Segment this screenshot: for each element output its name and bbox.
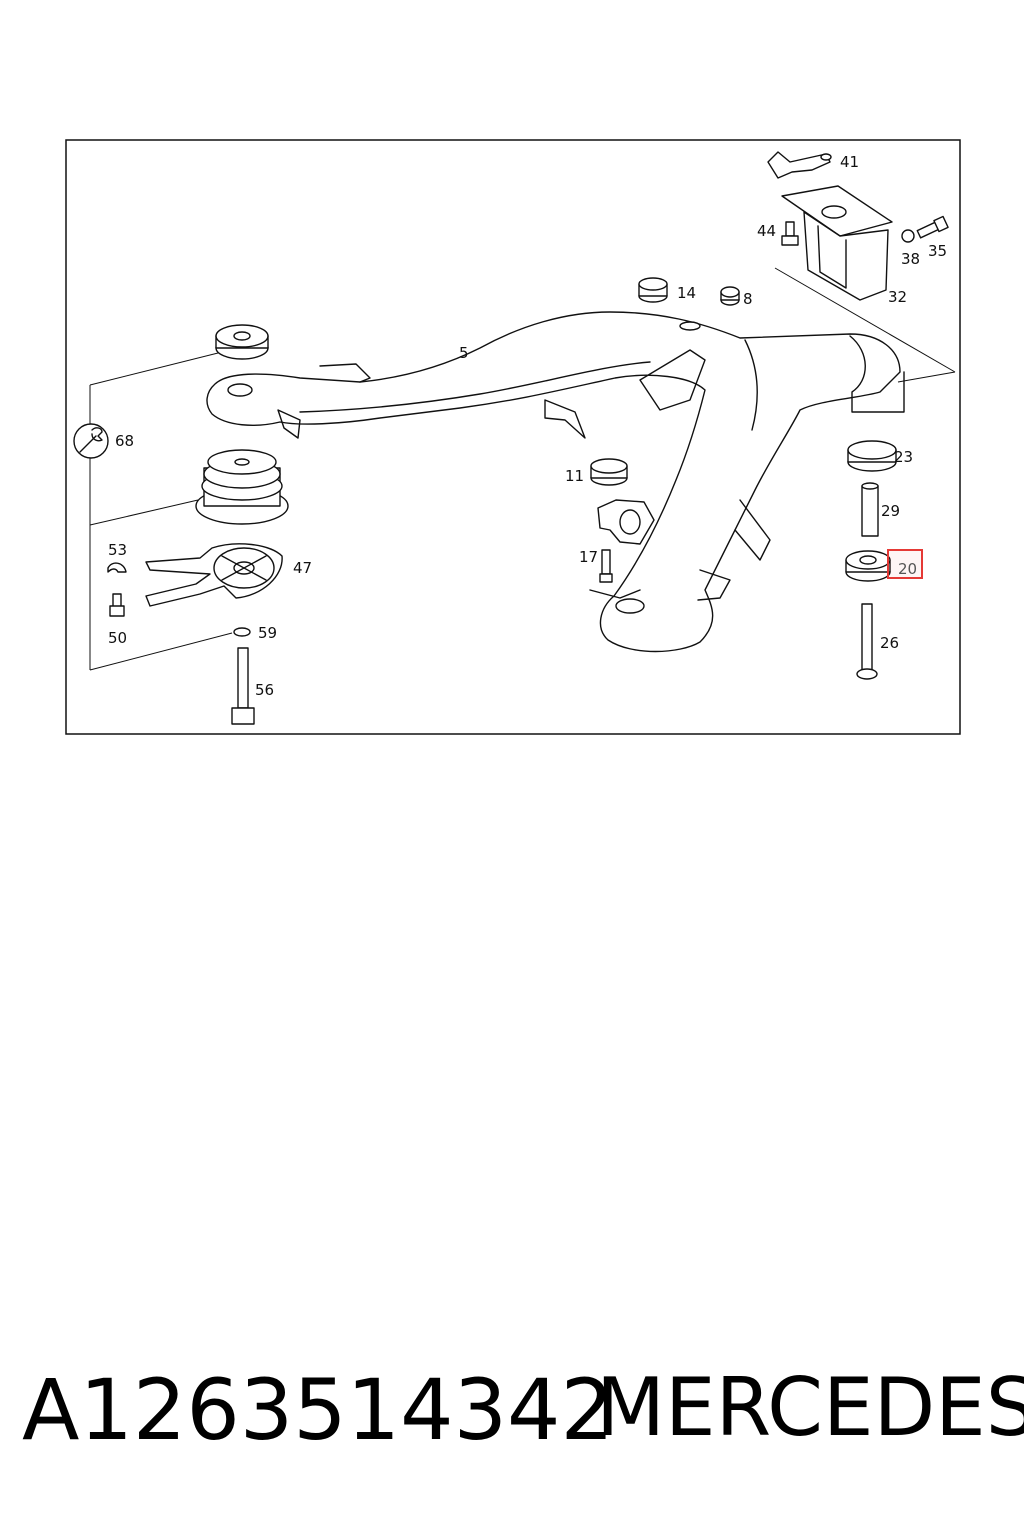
callout-32: 32 xyxy=(888,288,907,306)
callout-47: 47 xyxy=(293,559,312,577)
callout-11: 11 xyxy=(565,467,584,485)
wrench-icon xyxy=(73,423,109,459)
callout-56: 56 xyxy=(255,681,274,699)
right-group-bracket xyxy=(774,267,956,383)
callout-35: 35 xyxy=(928,242,947,260)
part-20-rubber-mount xyxy=(845,550,891,582)
callout-38: 38 xyxy=(901,250,920,268)
part-50-bolt xyxy=(109,593,125,617)
differential-mount-stub xyxy=(597,499,655,545)
part-41-bracket xyxy=(767,151,832,179)
part-38-washer xyxy=(901,229,915,243)
part-56-long-bolt xyxy=(231,647,255,725)
callout-14: 14 xyxy=(677,284,696,302)
rear-axle-subframe xyxy=(206,311,905,653)
callout-8: 8 xyxy=(743,290,753,308)
part-47-mount-plate xyxy=(145,543,283,607)
callout-26: 26 xyxy=(880,634,899,652)
left-group-bracket xyxy=(89,351,233,671)
upper-rubber-washer xyxy=(215,324,269,360)
part-11-collar-nut xyxy=(590,458,628,486)
callout-5: 5 xyxy=(459,344,469,362)
part-32-mount-bracket xyxy=(781,185,893,301)
part-44-bolt xyxy=(781,221,799,246)
callout-50: 50 xyxy=(108,629,127,647)
part-29-spacer-sleeve xyxy=(861,482,879,537)
part-53-clip xyxy=(107,562,127,573)
exploded-parts-diagram: 41 44 38 35 32 14 8 5 68 23 29 20 11 17 … xyxy=(65,139,961,735)
part-35-bolt xyxy=(916,215,949,239)
callout-41: 41 xyxy=(840,153,859,171)
callout-53: 53 xyxy=(108,541,127,559)
callout-23: 23 xyxy=(894,448,913,466)
part-59-washer xyxy=(233,627,251,637)
callout-68: 68 xyxy=(115,432,134,450)
part-26-long-bolt xyxy=(856,603,878,680)
part-8-nut xyxy=(720,286,740,306)
callout-20: 20 xyxy=(898,560,917,578)
callout-labels: 41 44 38 35 32 14 8 5 68 23 29 20 11 17 … xyxy=(108,153,947,699)
part-17-bolt xyxy=(599,549,613,583)
diagram-frame xyxy=(65,139,961,735)
callout-59: 59 xyxy=(258,624,277,642)
brand-name: MERCEDES xyxy=(596,1361,1024,1454)
callout-29: 29 xyxy=(881,502,900,520)
large-subframe-bushing xyxy=(195,449,289,525)
part-14-bushing xyxy=(638,277,668,303)
part-number: A1263514342 xyxy=(22,1361,614,1459)
callout-44: 44 xyxy=(757,222,776,240)
highlighted-callout-box xyxy=(887,549,923,579)
callout-17: 17 xyxy=(579,548,598,566)
part-23-rubber-bushing xyxy=(847,440,897,472)
